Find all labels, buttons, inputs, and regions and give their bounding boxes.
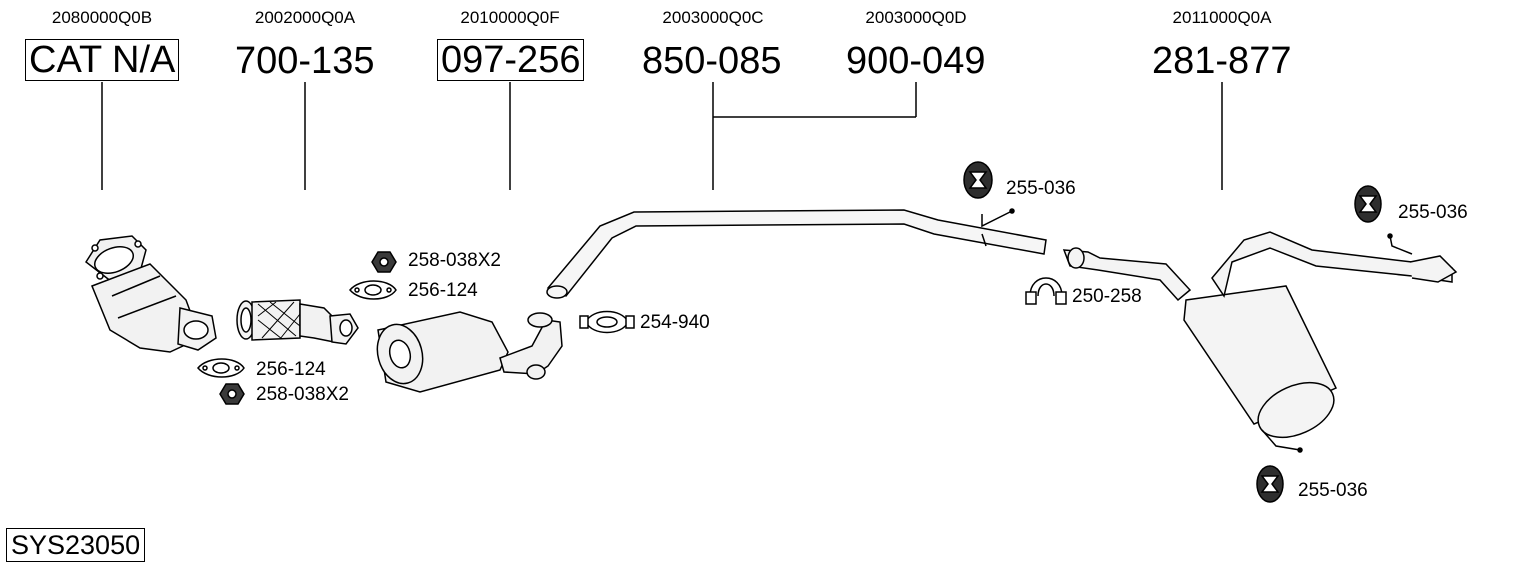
fitting-label-clamp-mid[interactable]: 254-940: [640, 312, 710, 333]
system-code: SYS23050: [6, 528, 146, 562]
dpf-drawing: [376, 311, 563, 393]
part-number-rear-silencer[interactable]: 281-877: [1152, 40, 1292, 82]
gasket-icon-front-bottom: [197, 358, 245, 378]
part-number-dpf[interactable]: 097-256: [437, 39, 585, 81]
part-code-rear-silencer: 2011000Q0A: [1172, 8, 1272, 27]
fitting-label-clamp-rear[interactable]: 250-258: [1072, 286, 1142, 307]
part-number-middle-pipe-a[interactable]: 850-085: [642, 40, 782, 82]
rear-silencer-drawing: [1062, 231, 1458, 453]
gasket-icon-front-top: [349, 280, 397, 300]
part-code-dpf: 2010000Q0F: [460, 8, 560, 27]
part-code-cat: 2080000Q0B: [51, 8, 153, 27]
fitting-label-hanger-rear-bottom[interactable]: 255-036: [1298, 480, 1368, 501]
clamp-icon-rear: [1025, 277, 1067, 305]
clamp-icon-mid: [579, 310, 635, 334]
part-code-middle-pipe-b: 2003000Q0D: [865, 8, 967, 27]
middle-pipe-drawing: [546, 208, 1047, 299]
fitting-label-hanger-mid[interactable]: 255-036: [1006, 178, 1076, 199]
fitting-label-nut-front-top[interactable]: 258-038X2: [408, 250, 501, 271]
nut-icon-front-top: [371, 251, 397, 273]
part-code-flexpipe: 2002000Q0A: [254, 8, 356, 27]
hanger-icon-mid: [963, 161, 993, 199]
fitting-label-hanger-rear-top[interactable]: 255-036: [1398, 202, 1468, 223]
catalytic-converter-drawing: [84, 235, 217, 353]
part-number-cat[interactable]: CAT N/A: [25, 39, 180, 81]
nut-icon-front-bottom: [219, 383, 245, 405]
flex-pipe-drawing: [236, 299, 359, 345]
fitting-label-gasket-front-top[interactable]: 256-124: [408, 280, 478, 301]
part-number-middle-pipe-b[interactable]: 900-049: [846, 40, 986, 82]
part-code-middle-pipe-a: 2003000Q0C: [662, 8, 764, 27]
fitting-label-gasket-front-bottom[interactable]: 256-124: [256, 359, 326, 380]
part-number-flexpipe[interactable]: 700-135: [235, 40, 375, 82]
hanger-icon-rear-top: [1354, 185, 1382, 223]
fitting-label-nut-front-bottom[interactable]: 258-038X2: [256, 384, 349, 405]
hanger-icon-rear-bottom: [1256, 465, 1284, 503]
